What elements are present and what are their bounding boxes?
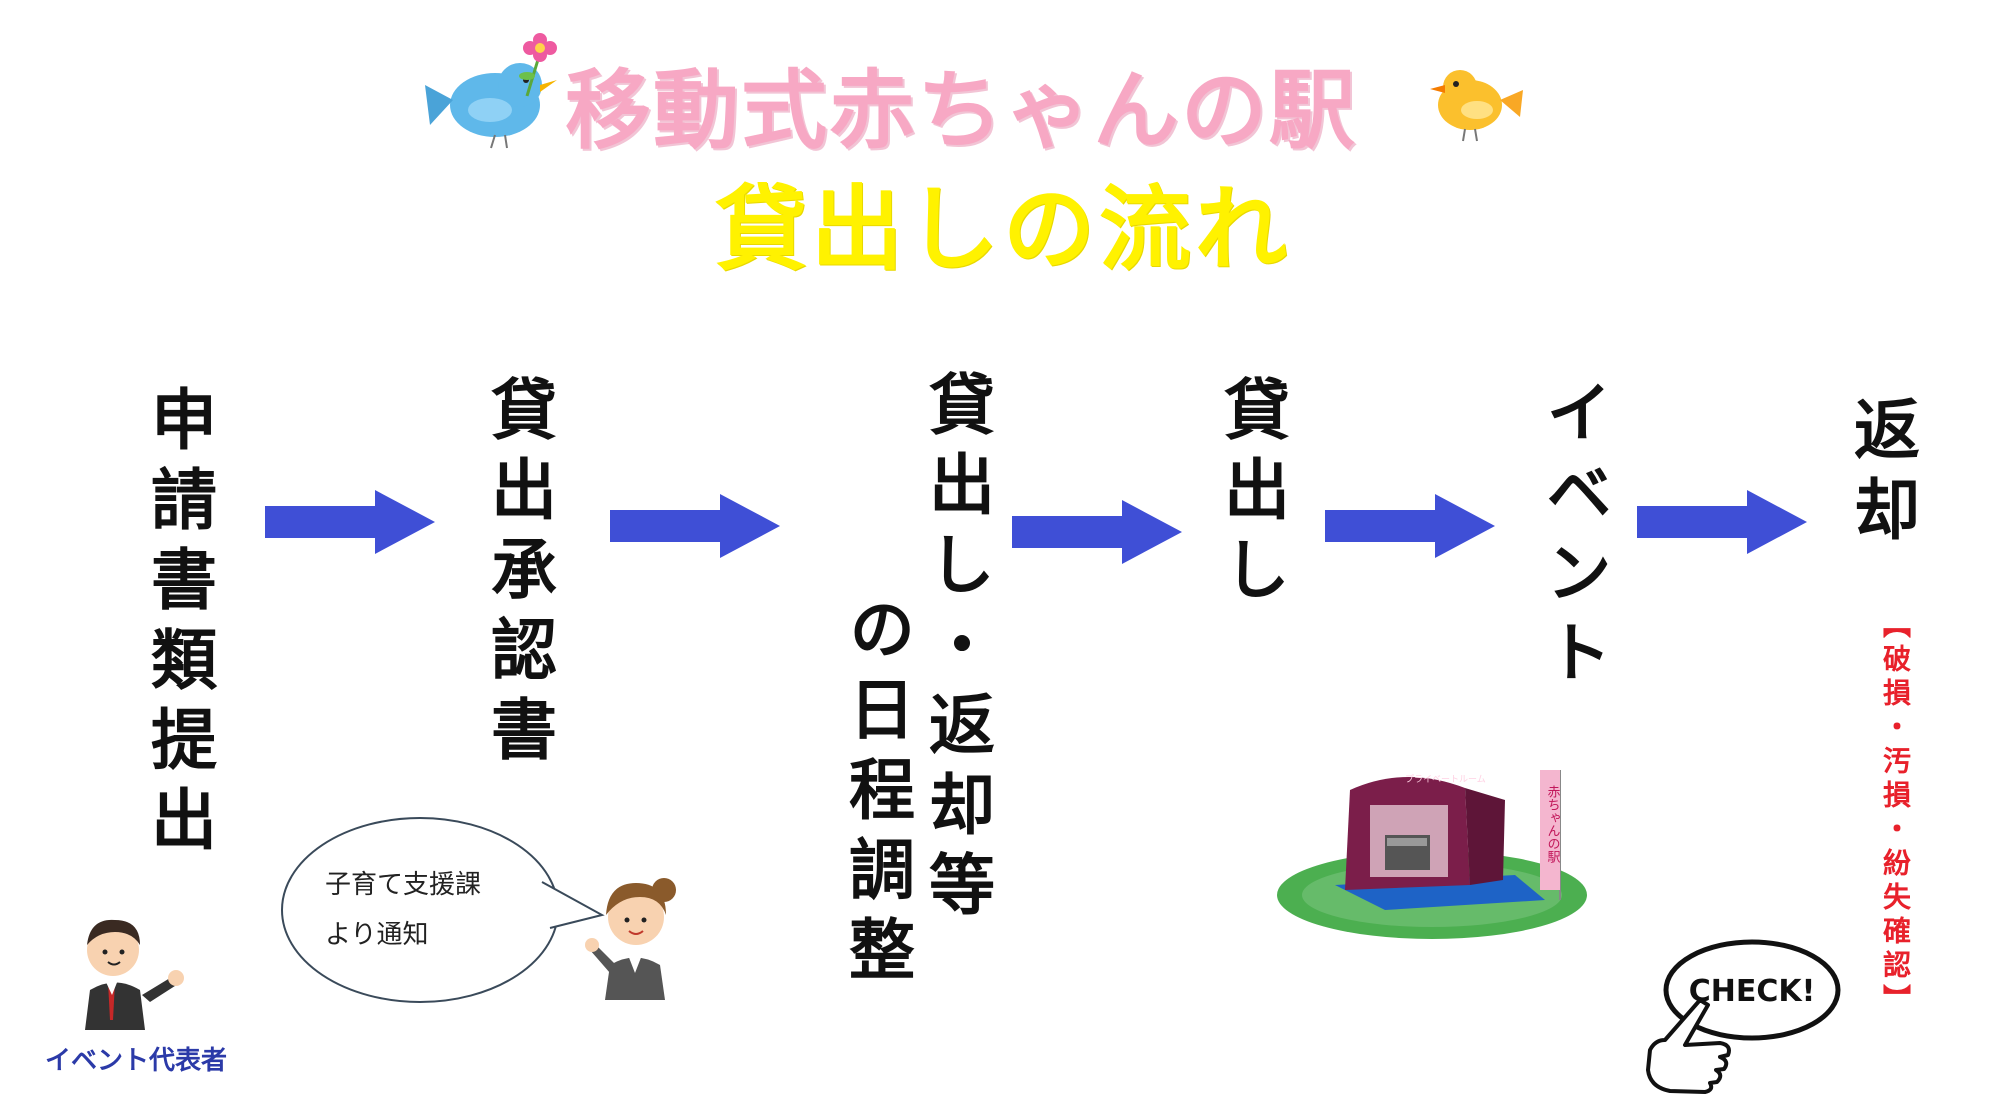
- bubble-line-2: より通知: [325, 920, 429, 950]
- step-application: 申請書類提出: [140, 385, 217, 865]
- banner-text: 赤ちゃんの駅: [1545, 785, 1561, 864]
- step-schedule-b: の日程調整: [838, 595, 915, 995]
- title-line-2: 貸出しの流れ: [715, 176, 1292, 283]
- check-bubble: CHECK!: [1663, 939, 1841, 1041]
- pointing-hand-icon: [1646, 998, 1731, 1094]
- check-label: CHECK!: [1689, 974, 1816, 1009]
- step-event: イベント: [1535, 378, 1612, 698]
- return-check-note: 【破損・汚損・紛失確認】: [1879, 610, 1912, 1018]
- tent-text: プライベートルーム: [1405, 774, 1486, 785]
- businessman-icon: [85, 919, 184, 1030]
- flow-arrow-4: [1325, 494, 1495, 558]
- flow-arrow-5: [1637, 490, 1807, 554]
- flow-arrow-2: [610, 494, 780, 558]
- flow-arrow-3: [1012, 500, 1182, 564]
- step-approval: 貸出承認書: [480, 375, 557, 775]
- flow-arrow-1: [265, 490, 435, 554]
- step-schedule-a: 貸出し・返却等: [918, 370, 995, 930]
- flower-icon: [519, 33, 557, 97]
- bubble-text: 子育て支援課 より通知: [325, 860, 481, 960]
- tent-image: プライベートルーム 赤ちゃんの駅: [1277, 770, 1587, 939]
- step-return: 返却: [1843, 395, 1920, 555]
- representative-label: イベント代表者: [45, 1046, 228, 1076]
- title-line-1: 移動式赤ちゃんの駅: [565, 61, 1357, 161]
- bubble-line-1: 子育て支援課: [325, 870, 482, 900]
- step-lending: 貸出し: [1213, 375, 1290, 615]
- speech-bubble: [281, 817, 605, 1003]
- businesswoman-icon: [585, 878, 676, 1000]
- yellow-bird-icon: [1430, 70, 1523, 142]
